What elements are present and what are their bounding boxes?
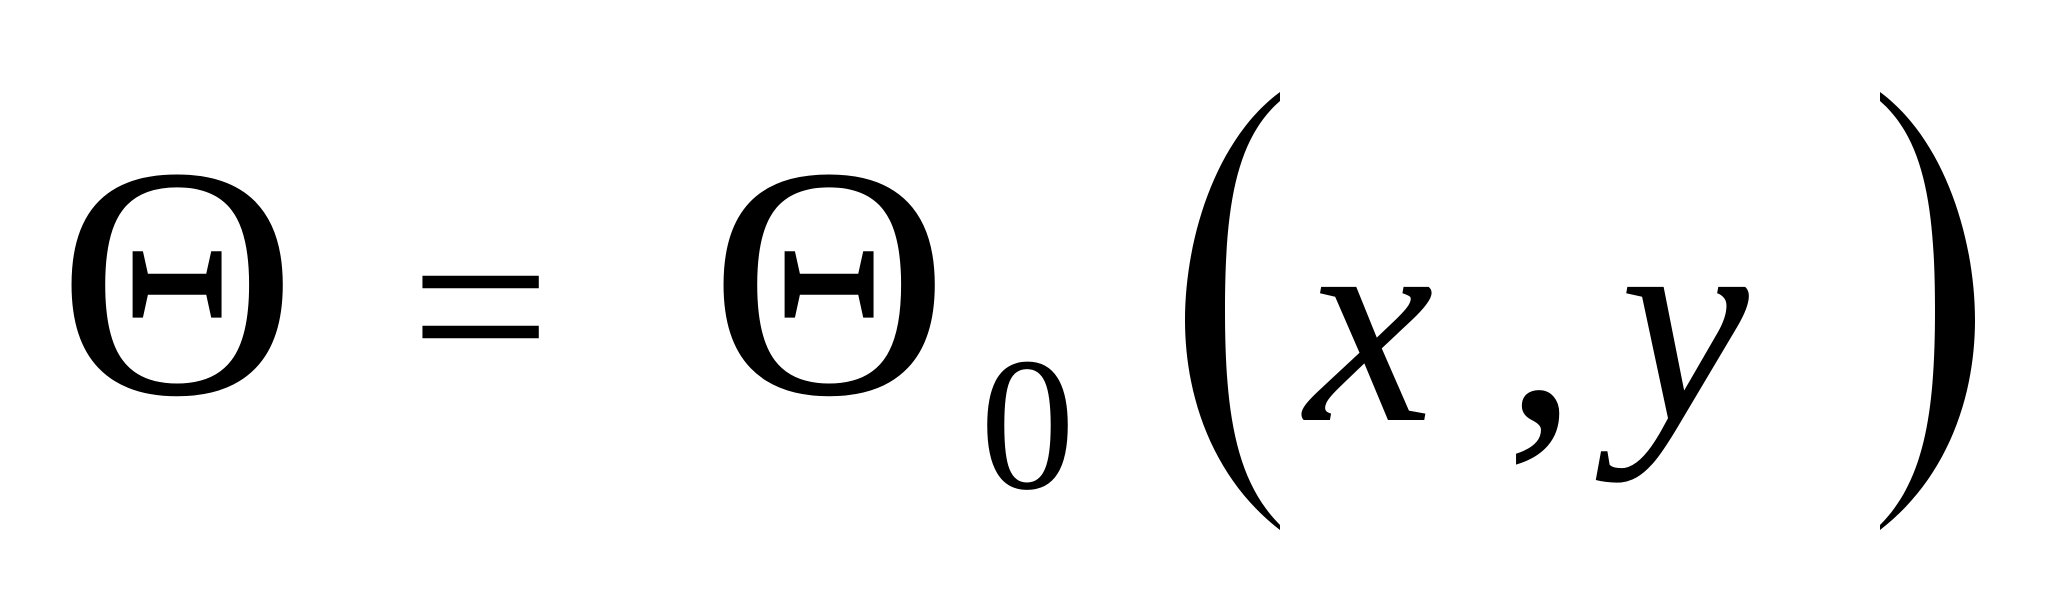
variable-y: y — [1620, 162, 1749, 483]
equals-sign: = — [410, 168, 551, 445]
theta-left-hand-side: Θ — [58, 100, 297, 465]
left-parenthesis — [1180, 0, 1300, 603]
variable-x: x — [1305, 162, 1434, 483]
theta-subscript: 0 — [980, 320, 1075, 530]
theta-right-hand-side: Θ — [710, 100, 949, 465]
right-parenthesis — [1860, 0, 1980, 603]
comma-separator: , — [1505, 162, 1578, 483]
